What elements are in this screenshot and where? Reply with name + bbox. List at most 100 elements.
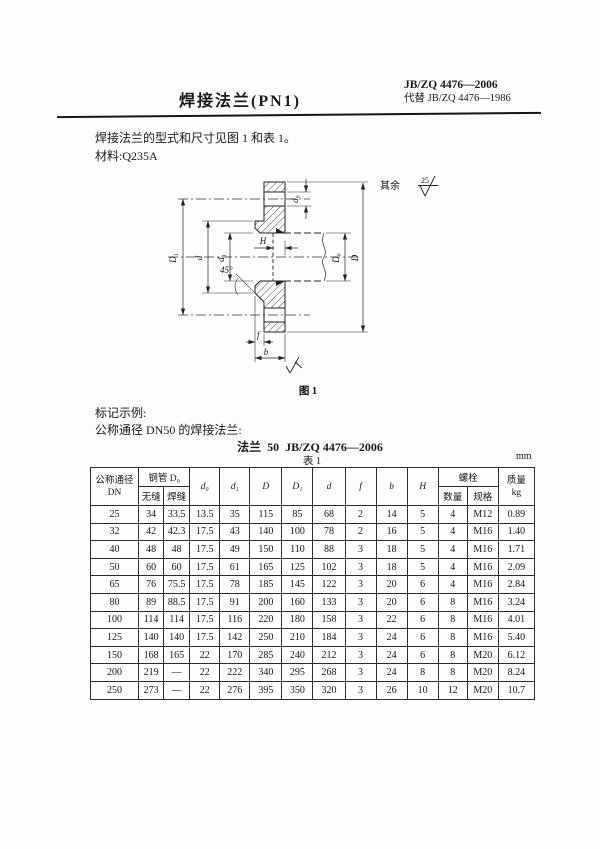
table-cell: 125	[89, 628, 140, 647]
table-cell: 165	[163, 645, 191, 665]
table-cell: 395	[249, 680, 283, 700]
mark-example-description: 公称通径 DN50 的焊接法兰:	[95, 423, 242, 437]
table-cell: 89	[138, 592, 165, 612]
col-header-welded: 焊缝	[163, 486, 191, 506]
table-cell: 5	[406, 557, 439, 577]
dim-label-angle: 45°	[220, 265, 233, 275]
table-cell: 2	[344, 505, 377, 524]
table-cell: 80	[89, 592, 140, 612]
table-cell: 2.09	[497, 557, 536, 577]
table-cell: M16	[466, 610, 499, 630]
table-cell: 200	[89, 663, 140, 682]
table-cell: 168	[138, 645, 165, 665]
table-cell: 4.01	[497, 610, 536, 630]
table-cell: 17.5	[189, 628, 221, 647]
table-cell: M20	[466, 645, 499, 665]
col-header-dn: 公称通径 DN	[89, 467, 140, 506]
table-cell: 8	[437, 610, 468, 630]
material-text: 材料:Q235A	[95, 149, 158, 163]
table-cell: 8	[437, 628, 468, 647]
unit-label: mm	[516, 451, 532, 462]
table-cell: 6	[406, 610, 439, 630]
table-cell: 273	[138, 680, 165, 700]
table-cell: 140	[163, 628, 191, 647]
table-cell: M20	[466, 680, 499, 700]
table-header: 公称通径 DN 钢管 D₀ d₀ d₁ D D₁ d f b H 螺栓 质量 k…	[89, 467, 536, 506]
table-cell: 210	[281, 628, 314, 647]
table-cell: M16	[466, 592, 499, 612]
table-cell: 3	[344, 610, 377, 630]
table-cell: 0.89	[497, 505, 536, 524]
table-cell: 40	[89, 540, 140, 559]
flange-dimension-table: 公称通径 DN 钢管 D₀ d₀ d₁ D D₁ d f b H 螺栓 质量 k…	[89, 467, 536, 700]
table-cell: 240	[281, 645, 314, 665]
table-cell: 75.5	[163, 575, 191, 594]
col-header-mass: 质量 kg	[497, 467, 536, 506]
table-cell: 140	[138, 628, 165, 647]
dim-label-d1: d₁	[216, 254, 226, 262]
table-cell: 13.5	[189, 505, 221, 524]
roughness-check-icon	[285, 356, 303, 374]
table-cell: 3	[344, 680, 377, 700]
intro-text: 焊接法兰的型式和尺寸见图 1 和表 1。	[95, 131, 297, 145]
table-cell: M16	[466, 557, 499, 577]
table-cell: 18	[375, 557, 408, 577]
table-cell: 185	[249, 575, 283, 594]
table-cell: 3	[344, 575, 377, 594]
surface-roughness-note: 其余 25	[380, 175, 438, 197]
table-cell: 5.40	[497, 628, 536, 647]
centerline-axis	[168, 198, 358, 316]
mark-example-heading: 标记示例:	[95, 406, 147, 420]
table-cell: 340	[249, 663, 283, 682]
table-cell: 16	[375, 522, 408, 542]
table-cell: 3	[344, 540, 377, 559]
dim-label-b: b	[264, 347, 269, 357]
table-cell: —	[163, 680, 191, 700]
col-header-mass-line2: kg	[511, 487, 522, 498]
table-cell: 18	[375, 540, 408, 559]
table-cell: 276	[219, 680, 251, 700]
dim-label-D: D	[350, 254, 360, 262]
col-header-mass-line1: 质量	[506, 475, 526, 486]
table-cell: 165	[249, 557, 283, 577]
table-cell: 24	[375, 628, 408, 647]
table-cell: 78	[219, 575, 251, 594]
table-cell: 6	[406, 575, 439, 594]
table-cell: 25	[89, 505, 140, 524]
table-cell: 50	[89, 557, 140, 577]
table-cell: 212	[312, 645, 346, 665]
table-cell: 68	[312, 505, 346, 524]
table-cell: 85	[281, 505, 314, 524]
col-header-H: H	[406, 467, 439, 506]
col-header-b: b	[375, 467, 408, 506]
table-cell: 150	[89, 645, 140, 665]
table-cell: 4	[437, 505, 468, 524]
table-cell: 250	[89, 680, 140, 700]
title-rule	[57, 111, 541, 119]
dimension-lines	[180, 179, 366, 361]
table-cell: 60	[163, 557, 191, 577]
table-cell: 22	[189, 645, 221, 665]
table-cell: M12	[466, 505, 499, 524]
table-cell: 76	[138, 575, 165, 594]
table-cell: M20	[466, 663, 499, 682]
table-cell: 61	[219, 557, 251, 577]
table-cell: 43	[219, 522, 251, 542]
table-cell: 114	[163, 610, 191, 630]
table-cell: 184	[312, 628, 346, 647]
table-cell: 12	[437, 680, 468, 700]
table-cell: 140	[249, 522, 283, 542]
table-cell: 17.5	[189, 522, 221, 542]
surface-note-text: 其余	[380, 179, 400, 192]
table-cell: M16	[466, 522, 499, 542]
table-cell: 125	[281, 557, 314, 577]
table-cell: 4	[437, 540, 468, 559]
dim-label-D0: D₀	[331, 253, 341, 264]
